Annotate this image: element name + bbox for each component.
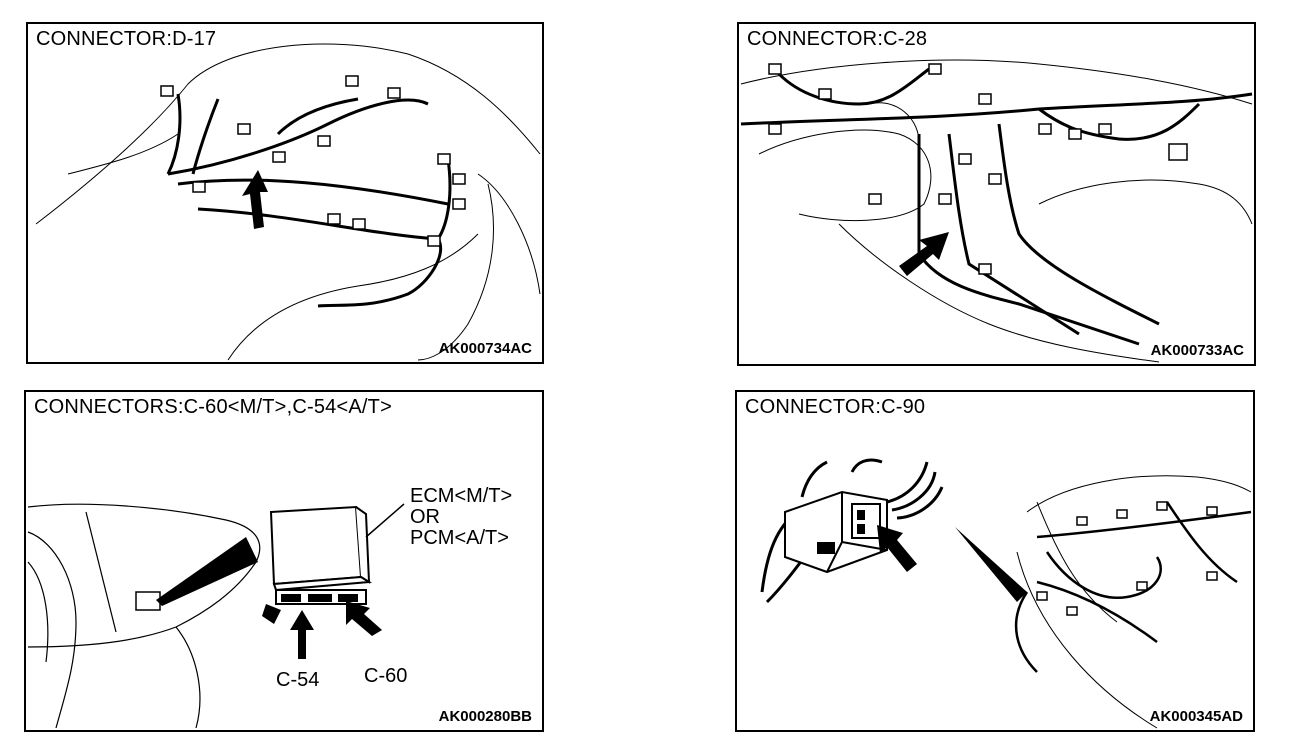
- arrow-c54: [290, 610, 314, 659]
- figure-code: AK000733AC: [1150, 342, 1244, 359]
- panel-connector-d17: CONNECTOR:D-17 AK000734AC: [26, 22, 544, 364]
- figure-code: AK000280BB: [438, 708, 532, 725]
- arrow-pointer: [877, 525, 917, 572]
- harness-illustration-c28: [740, 59, 1253, 363]
- ecm-label-line2: OR: [410, 506, 440, 528]
- ecm-box: [262, 505, 373, 624]
- c60-label: C-60: [364, 665, 408, 687]
- panel-title: CONNECTOR:C-90: [745, 396, 926, 418]
- panel-connector-c28: CONNECTOR:C-28 AK000733AC: [737, 22, 1256, 366]
- panel-connectors-c60-c54: CONNECTORS:C-60<M/T>,C-54<A/T> ECM<M/T> …: [24, 390, 544, 732]
- ecm-label-line3: PCM<A/T>: [410, 527, 509, 549]
- harness-illustration-d17: [35, 43, 541, 361]
- panel-title: CONNECTOR:C-28: [747, 28, 928, 50]
- connector-c90-closeup: [784, 490, 888, 574]
- arrow-c60: [346, 601, 382, 636]
- harness-illustration-c90: [760, 458, 1252, 729]
- c54-label: C-54: [276, 669, 320, 691]
- panel-title: CONNECTOR:D-17: [36, 28, 217, 50]
- ecm-illustration: [27, 503, 405, 729]
- arrow-pointer: [242, 170, 268, 229]
- figure-code: AK000734AC: [438, 340, 532, 357]
- panel-connector-c90: CONNECTOR:C-90 AK000345AD: [735, 390, 1255, 732]
- arrow-pointer: [899, 232, 949, 276]
- ecm-label-line1: ECM<M/T>: [410, 485, 513, 507]
- connector-c60-location: [135, 591, 161, 611]
- figure-code: AK000345AD: [1149, 708, 1243, 725]
- panel-title: CONNECTORS:C-60<M/T>,C-54<A/T>: [34, 396, 392, 418]
